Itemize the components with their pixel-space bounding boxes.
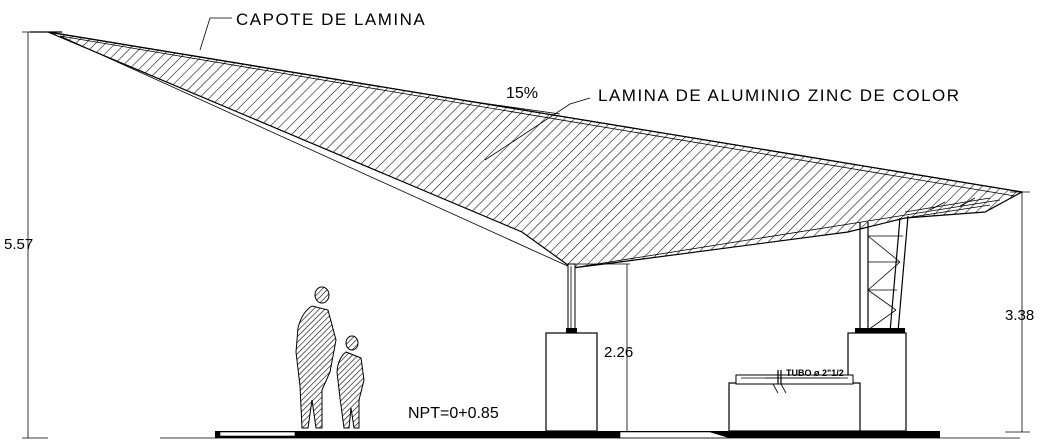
right-dimension-line [1005,191,1030,433]
slope-underline [474,101,561,115]
left-dimension-line [22,31,48,439]
lamina-label: LAMINA DE ALUMINIO ZINC DE COLOR [598,86,961,105]
floor-slab [160,431,1020,439]
lamina-leader [484,97,591,161]
tubo-label: TUBO ø 2"1/2 [786,368,844,378]
human-figure-child [336,335,365,429]
center-column-footing [545,332,598,432]
human-figure-adult [295,286,337,429]
column-height-label: 2.26 [604,344,633,361]
npt-label: NPT=0+0.85 [408,405,499,422]
tank-box [728,370,861,432]
capote-label: CAPOTE DE LAMINA [236,10,426,29]
total-height-label: 5.57 [4,236,33,253]
right-truss-column [847,197,991,432]
canopy-roof [47,31,1024,269]
right-height-label: 3.38 [1005,307,1034,324]
capote-leader [199,17,232,51]
slope-label: 15% [506,85,538,102]
